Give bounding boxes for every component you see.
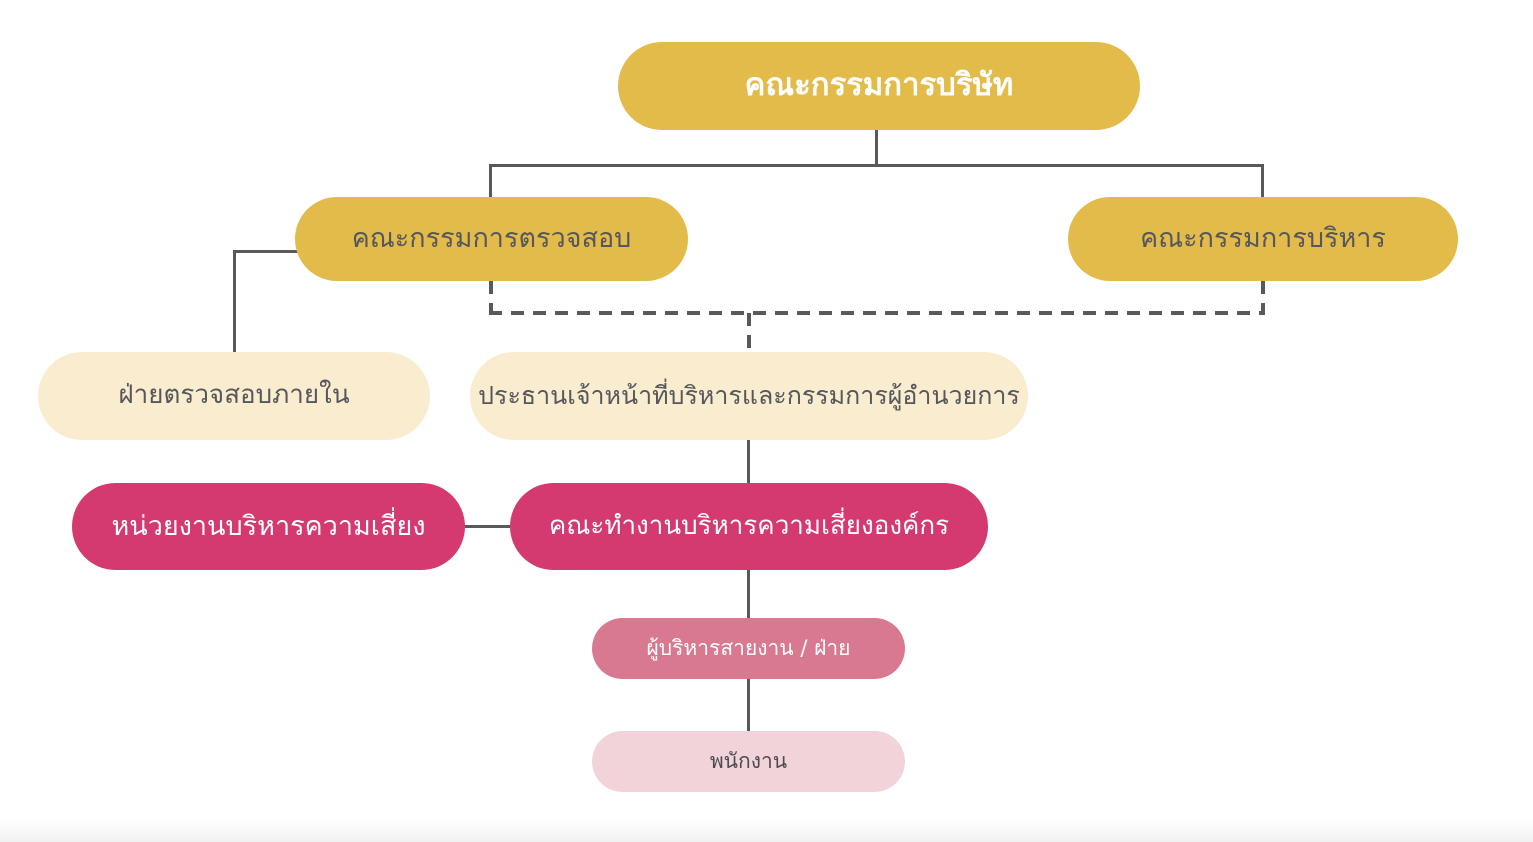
- connector-group-down: [747, 570, 750, 619]
- connector-executive-drop: [1261, 164, 1264, 198]
- node-risk-management-unit-label: หน่วยงานบริหารความเสี่ยง: [111, 510, 426, 542]
- node-line-executives-label: ผู้บริหารสายงาน / ฝ่าย: [646, 636, 851, 661]
- dashed-connector-executive-down: [1261, 281, 1265, 315]
- node-board-of-directors: คณะกรรมการบริษัท: [618, 42, 1140, 130]
- node-line-executives: ผู้บริหารสายงาน / ฝ่าย: [592, 618, 905, 679]
- node-ceo-managing-director: ประธานเจ้าหน้าที่บริหารและกรรมการผู้อำนว…: [470, 352, 1028, 440]
- connector-audit-drop: [489, 164, 492, 198]
- connector-audit-elbow-horizontal: [233, 250, 299, 253]
- node-internal-audit: ฝ่ายตรวจสอบภายใน: [38, 352, 430, 440]
- connector-risk-horizontal: [462, 525, 512, 528]
- connector-level2-horizontal: [489, 164, 1264, 167]
- connector-board-down: [875, 130, 878, 166]
- node-board-of-directors-label: คณะกรรมการบริษัท: [744, 67, 1014, 104]
- dashed-connector-audit-down: [489, 281, 493, 315]
- connector-audit-elbow-vertical: [233, 250, 236, 353]
- connector-lineexec-down: [747, 679, 750, 732]
- bottom-fade-strip: [0, 820, 1533, 842]
- node-ceo-managing-director-label: ประธานเจ้าหน้าที่บริหารและกรรมการผู้อำนว…: [478, 380, 1020, 410]
- dashed-connector-ceo-down: [747, 313, 751, 353]
- dashed-connector-horizontal: [489, 311, 1265, 315]
- node-executive-committee-label: คณะกรรมการบริหาร: [1140, 223, 1386, 255]
- node-internal-audit-label: ฝ่ายตรวจสอบภายใน: [118, 380, 350, 411]
- node-employees: พนักงาน: [592, 731, 905, 792]
- node-audit-committee: คณะกรรมการตรวจสอบ: [295, 197, 688, 281]
- node-risk-working-group-label: คณะทำงานบริหารความเสี่ยงองค์กร: [548, 510, 950, 541]
- node-risk-working-group: คณะทำงานบริหารความเสี่ยงองค์กร: [510, 483, 988, 570]
- node-employees-label: พนักงาน: [709, 749, 788, 774]
- connector-ceo-down: [747, 440, 750, 484]
- node-audit-committee-label: คณะกรรมการตรวจสอบ: [351, 223, 632, 255]
- node-executive-committee: คณะกรรมการบริหาร: [1068, 197, 1458, 281]
- node-risk-management-unit: หน่วยงานบริหารความเสี่ยง: [72, 483, 465, 570]
